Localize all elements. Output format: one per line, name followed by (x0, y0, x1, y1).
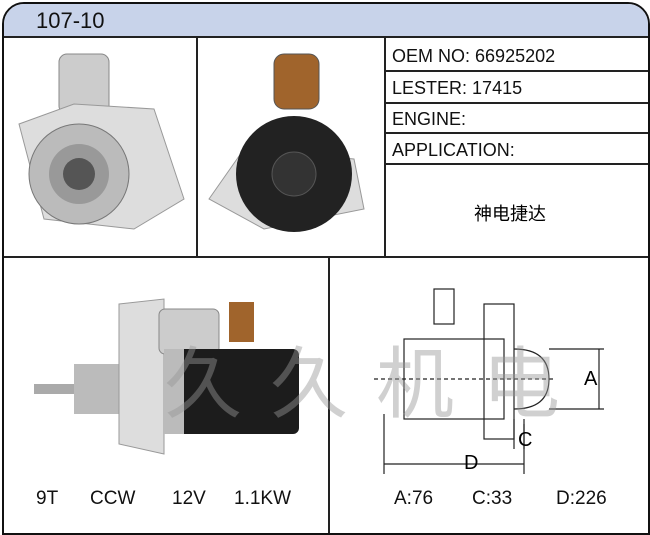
spec-teeth: 9T (36, 488, 59, 509)
application-value: 神电捷达 (474, 204, 546, 225)
divider (196, 36, 198, 258)
divider (328, 256, 330, 533)
divider (384, 70, 648, 72)
dimension-c-label: C (518, 429, 533, 451)
dimension-d-label: D (464, 452, 479, 474)
dim-d: D:226 (556, 488, 607, 509)
divider (384, 132, 648, 134)
starter-side-photo (34, 298, 299, 455)
dimension-a-label: A (584, 368, 598, 390)
spec-voltage: 12V (172, 488, 206, 509)
watermark: 久久机电 (164, 340, 589, 430)
dim-a: A:76 (394, 488, 434, 509)
part-number-title: 107-10 (36, 8, 105, 33)
divider (384, 102, 648, 104)
spec-rotation: CCW (90, 488, 136, 509)
oem-value: 66925202 (475, 46, 556, 66)
starter-rear-photo (208, 53, 365, 232)
oem-row: OEM NO: 66925202 (392, 46, 556, 66)
application-row: APPLICATION: (392, 140, 515, 160)
divider (384, 163, 648, 165)
dimension-drawing (374, 288, 604, 474)
header-bar: 107-10 (4, 4, 648, 38)
dim-c: C:33 (472, 488, 513, 509)
engine-row: ENGINE: (392, 109, 467, 129)
lester-value: 17415 (472, 78, 523, 98)
starter-front-photo (18, 53, 185, 230)
divider (4, 256, 648, 258)
spec-power: 1.1KW (234, 488, 292, 509)
lester-row: LESTER: 17415 (392, 78, 523, 98)
divider (384, 36, 386, 258)
